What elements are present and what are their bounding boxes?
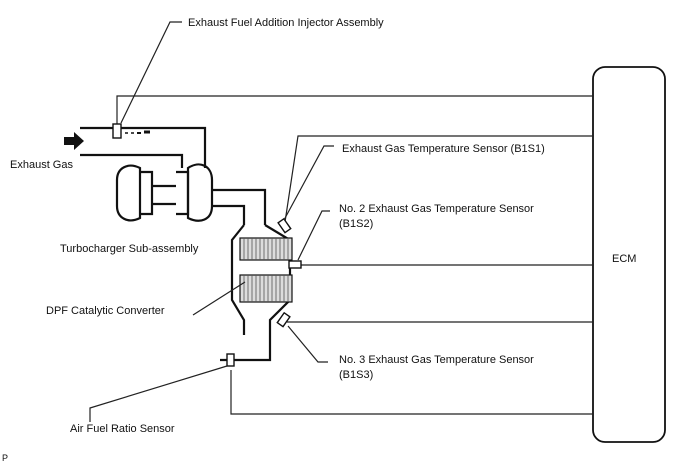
exhaust-inlet-pipe <box>64 126 207 168</box>
exhaust-flow-arrow-icon <box>64 132 84 150</box>
exhaust-gas-label: Exhaust Gas <box>10 159 73 171</box>
fuel-injector <box>112 123 150 139</box>
injector-label: Exhaust Fuel Addition Injector Assembly <box>188 17 384 29</box>
turbo-label: Turbocharger Sub-assembly <box>60 243 199 255</box>
af-leader <box>89 365 228 422</box>
b1s2-label-2: (B1S2) <box>339 218 373 230</box>
sensor-b1s1 <box>277 217 292 234</box>
af-sensor <box>226 353 235 367</box>
sensor-b1s3 <box>276 311 291 328</box>
b1s1-leader <box>283 145 334 221</box>
sensor-b1s2 <box>288 260 302 269</box>
ecm-label: ECM <box>612 253 636 265</box>
b1s2-label-1: No. 2 Exhaust Gas Temperature Sensor <box>339 203 534 215</box>
b1s3-label-2: (B1S3) <box>339 369 373 381</box>
injector-leader-line <box>120 21 182 124</box>
af-label: Air Fuel Ratio Sensor <box>70 423 175 435</box>
b1s3-label-1: No. 3 Exhaust Gas Temperature Sensor <box>339 354 534 366</box>
ecm-box <box>592 66 666 443</box>
b1s2-leader <box>297 210 330 261</box>
dpf-leader-line <box>192 281 246 316</box>
dpf-label: DPF Catalytic Converter <box>46 305 165 317</box>
b1s1-label: Exhaust Gas Temperature Sensor (B1S1) <box>342 143 545 155</box>
turbocharger <box>115 163 267 225</box>
ecm-wiring <box>116 95 593 415</box>
b1s3-leader <box>287 325 328 363</box>
corner-mark: P <box>2 453 8 463</box>
dpf-converter <box>220 224 293 362</box>
